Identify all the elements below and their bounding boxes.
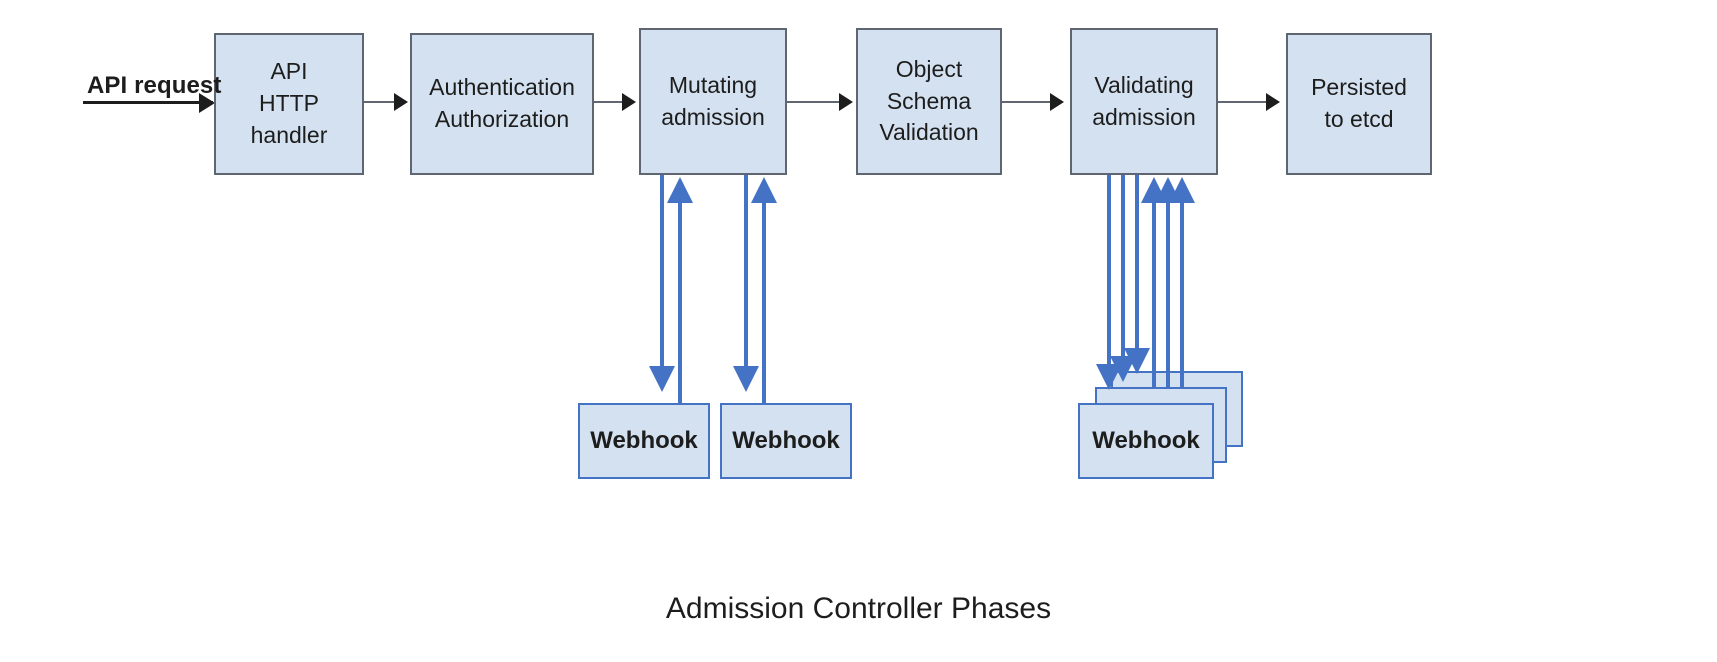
mutating-webhook-1-response-arrowhead	[667, 177, 693, 203]
mutating-webhook-1-request-arrowhead	[649, 366, 675, 392]
diagram-caption: Admission Controller Phases	[665, 592, 1052, 625]
connector-arrowhead-mutating-to-schema	[839, 93, 853, 111]
validating-webhook-request-line-1	[1107, 175, 1111, 373]
validating-webhook-response-line-2	[1166, 200, 1170, 402]
connector-auth-to-mutating	[594, 101, 624, 103]
validating-webhook-response-arrowhead-3	[1169, 177, 1195, 203]
validating-webhook-request-line-3	[1135, 175, 1139, 357]
validating-webhook-request-arrowhead-3	[1124, 348, 1150, 374]
api-request-label: API request	[87, 72, 222, 99]
mutating-webhook-2-request-arrowhead	[733, 366, 759, 392]
connector-arrowhead-handler-to-auth	[394, 93, 408, 111]
webhook-label: Webhook	[1092, 427, 1200, 454]
phase-box-validating-admission[interactable]: Validating admission	[1070, 28, 1218, 175]
webhook-box-mutating-1[interactable]: Webhook	[578, 403, 710, 479]
api-request-line	[83, 101, 213, 104]
api-request-arrowhead	[199, 93, 215, 113]
phase-box-authentication-authorization[interactable]: Authentication Authorization	[410, 33, 594, 175]
connector-schema-to-validating	[1002, 101, 1052, 103]
phase-box-api-http-handler[interactable]: API HTTP handler	[214, 33, 364, 175]
mutating-webhook-1-response-line	[678, 200, 682, 403]
phase-label: Validating admission	[1092, 71, 1196, 130]
validating-webhook-request-line-2	[1121, 175, 1125, 365]
phase-box-persisted-to-etcd[interactable]: Persisted to etcd	[1286, 33, 1432, 175]
phase-label: Object Schema Validation	[879, 55, 979, 146]
mutating-webhook-1-request-line	[660, 175, 664, 375]
phase-label: Authentication Authorization	[429, 74, 575, 132]
phase-box-object-schema-validation[interactable]: Object Schema Validation	[856, 28, 1002, 175]
mutating-webhook-2-request-line	[744, 175, 748, 375]
connector-arrowhead-validating-to-etcd	[1266, 93, 1280, 111]
connector-mutating-to-schema	[787, 101, 841, 103]
connector-arrowhead-auth-to-mutating	[622, 93, 636, 111]
mutating-webhook-2-response-line	[762, 200, 766, 403]
phase-label: API HTTP handler	[250, 58, 328, 148]
webhook-label: Webhook	[590, 427, 698, 454]
phase-label: Mutating admission	[661, 71, 765, 130]
connector-arrowhead-schema-to-validating	[1050, 93, 1064, 111]
connector-validating-to-etcd	[1218, 101, 1270, 103]
validating-webhook-response-line-3	[1180, 200, 1184, 394]
webhook-label: Webhook	[732, 427, 840, 454]
phase-label: Persisted to etcd	[1311, 74, 1407, 132]
webhook-box-validating-front[interactable]: Webhook	[1078, 403, 1214, 479]
validating-webhook-response-line-1	[1152, 200, 1156, 410]
webhook-box-mutating-2[interactable]: Webhook	[720, 403, 852, 479]
phase-box-mutating-admission[interactable]: Mutating admission	[639, 28, 787, 175]
mutating-webhook-2-response-arrowhead	[751, 177, 777, 203]
connector-handler-to-auth	[364, 101, 396, 103]
